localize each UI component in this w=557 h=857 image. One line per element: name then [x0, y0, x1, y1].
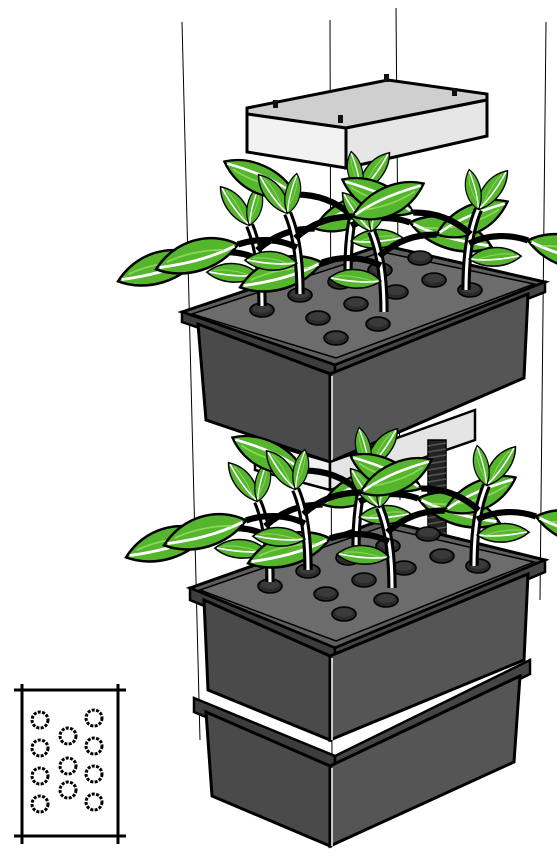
- inset-hole: [86, 794, 102, 810]
- inset-hole: [60, 728, 76, 744]
- net-pot-hole-layout-inset: [14, 684, 126, 844]
- net-pot-hole: [374, 593, 398, 607]
- inset-hole: [60, 782, 76, 798]
- light-fixture: [247, 74, 487, 168]
- net-pot-hole: [314, 587, 338, 601]
- inset-hole: [32, 768, 48, 784]
- net-pot-hole: [332, 607, 356, 621]
- net-pot-hole: [344, 297, 368, 311]
- net-pot-hole: [430, 549, 454, 563]
- net-pot-hole: [324, 331, 348, 345]
- net-pot-hole: [306, 311, 330, 325]
- inset-hole: [86, 710, 102, 726]
- inset-hole: [32, 796, 48, 812]
- net-pot-hole: [366, 317, 390, 331]
- inset-hole: [32, 740, 48, 756]
- inset-hole: [86, 766, 102, 782]
- net-pot-hole: [408, 251, 432, 265]
- inset-hole: [32, 712, 48, 728]
- net-pot-hole: [416, 527, 440, 541]
- net-pot-hole: [352, 573, 376, 587]
- inset-hole: [86, 738, 102, 754]
- inset-hole: [60, 758, 76, 774]
- net-pot-hole: [422, 273, 446, 287]
